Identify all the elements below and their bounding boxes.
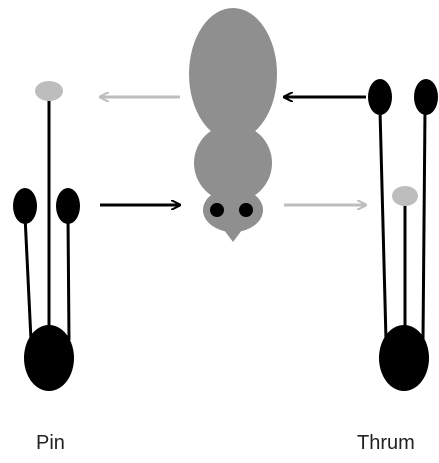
- insect-eye-left: [210, 203, 224, 217]
- pin-ovary: [24, 325, 74, 391]
- thrum-ovary: [379, 325, 429, 391]
- insect-eye-right: [239, 203, 253, 217]
- thrum-flower: [368, 79, 438, 391]
- thrum-anther-left: [368, 79, 392, 115]
- pin-filament-left: [25, 216, 31, 340]
- pin-anther-right: [56, 188, 80, 224]
- pin-stigma: [35, 81, 63, 101]
- thrum-label: Thrum: [357, 432, 415, 455]
- thrum-anther-right: [414, 79, 438, 115]
- thrum-filament-right: [423, 110, 425, 340]
- pin-anther-left: [13, 188, 37, 224]
- pin-filament-right: [68, 216, 69, 340]
- thrum-stigma: [392, 186, 418, 206]
- insect: [189, 8, 277, 242]
- insect-abdomen: [189, 8, 277, 140]
- insect-proboscis: [218, 222, 248, 242]
- thrum-filament-left: [380, 110, 386, 340]
- pin-label: Pin: [36, 432, 65, 455]
- pin-flower: [13, 81, 80, 391]
